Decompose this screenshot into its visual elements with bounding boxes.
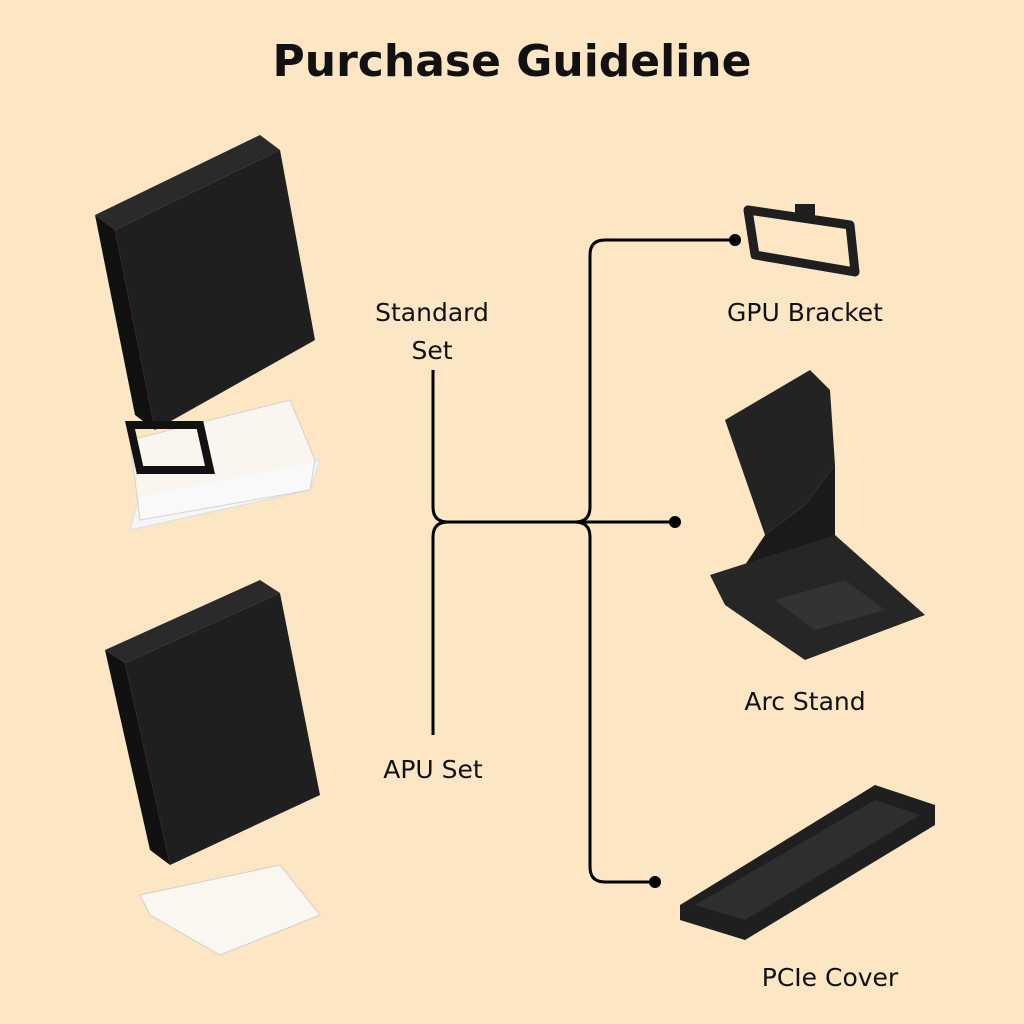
arc-stand-dot [669,516,681,528]
gpu-bracket-label: GPU Bracket [727,298,883,327]
gpu-bracket-image [743,204,860,277]
pcie-cover-image [680,785,935,940]
pcie-cover-label: PCIe Cover [761,963,899,992]
standard-set-label: Standard Set [352,294,512,370]
apu-set-label: APU Set [383,755,483,784]
standard-set-image [95,135,321,530]
gpu-bracket-connector [574,238,735,524]
gpu-bracket-dot [729,234,741,246]
standard-set-label-line1: Standard [375,298,489,327]
pcie-cover-dot [649,876,661,888]
apu-set-image [105,580,321,956]
standard-set-connector [431,370,449,524]
pcie-cover-connector [574,520,655,884]
standard-set-label-line2: Set [411,336,453,365]
page-title: Purchase Guideline [272,36,752,87]
apu-set-connector [431,520,449,735]
arc-stand-label: Arc Stand [744,687,866,716]
arc-stand-image [710,370,925,660]
